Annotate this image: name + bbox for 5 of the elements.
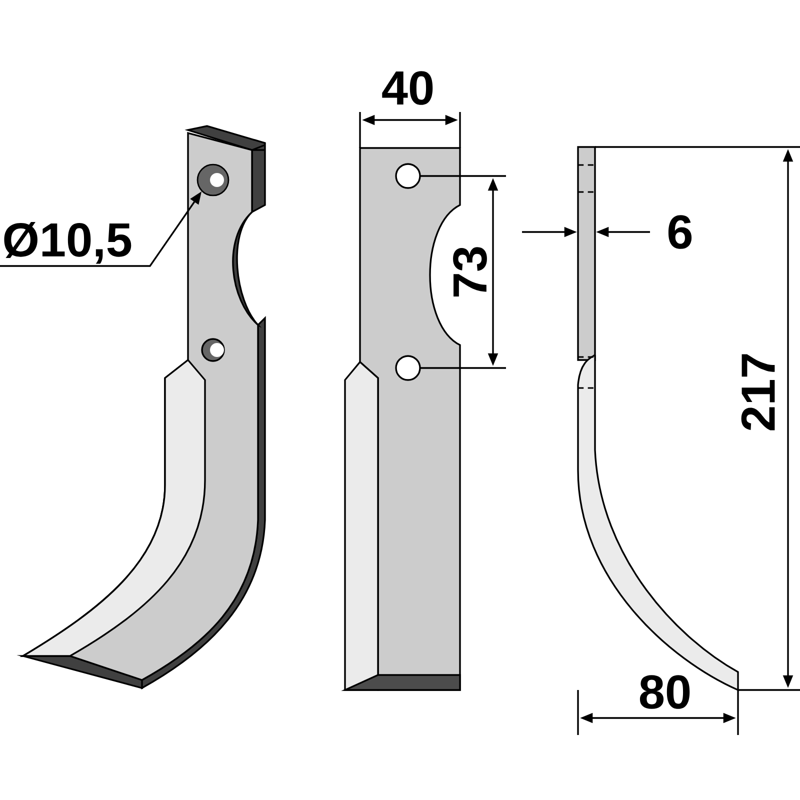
dimension-label: 80 xyxy=(640,675,690,709)
dimension-label: 40 xyxy=(382,71,433,105)
dimension-label: 217 xyxy=(741,354,775,430)
dimension-label: 6 xyxy=(668,215,692,249)
dimension-label: 73 xyxy=(453,247,487,297)
